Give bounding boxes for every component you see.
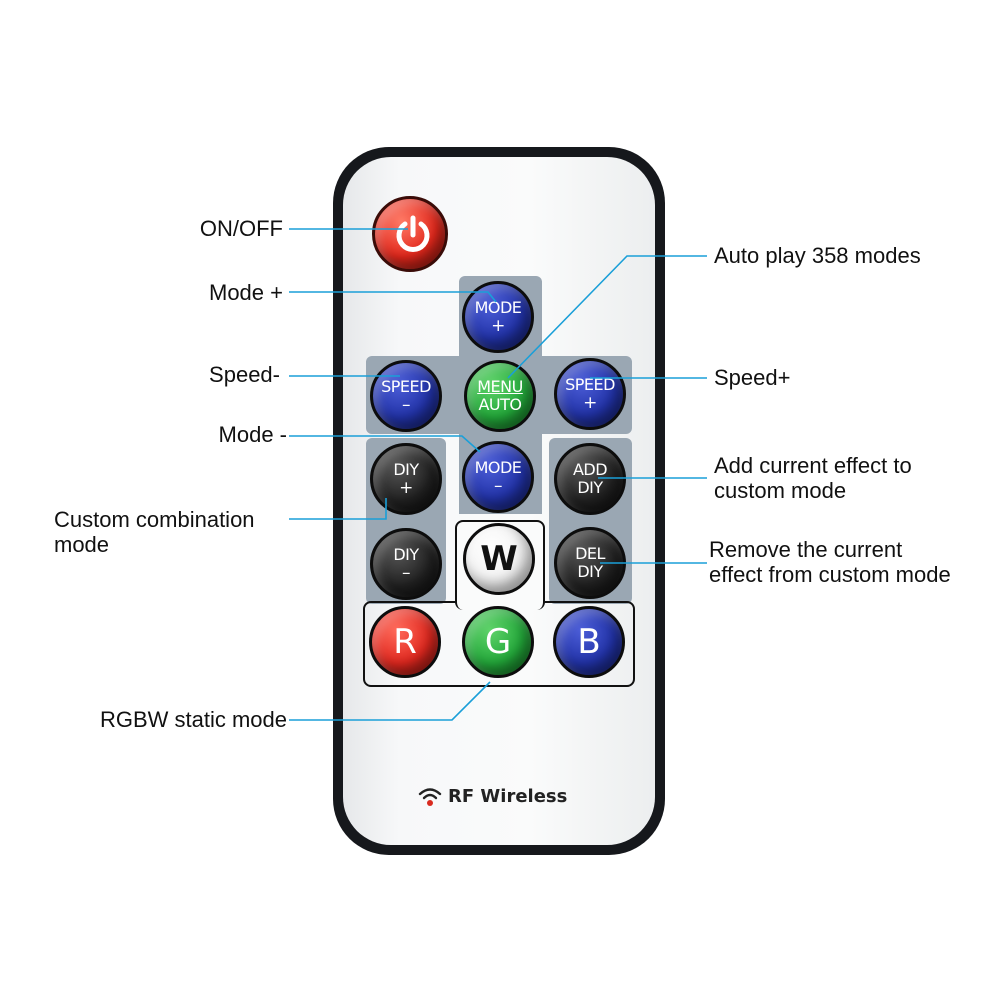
del-diy-button[interactable]: DEL DIY <box>554 527 626 599</box>
rf-wireless-badge: RF Wireless <box>418 782 567 810</box>
button-sublabel: – <box>402 563 411 583</box>
wifi-signal-icon <box>418 788 442 806</box>
button-label: W <box>480 539 518 579</box>
button-label: SPEED <box>381 377 431 396</box>
label-custom-combination: Custom combination mode <box>54 507 255 557</box>
label-auto-play: Auto play 358 modes <box>714 243 921 268</box>
label-line: mode <box>54 532 110 557</box>
button-label: ADD <box>572 460 608 479</box>
button-label: SPEED <box>565 375 615 394</box>
label-add-current: Add current effect to custom mode <box>714 453 912 503</box>
leader-mode-plus <box>289 291 497 303</box>
mode-plus-button[interactable]: MODE + <box>462 281 534 353</box>
button-sublabel: AUTO <box>478 395 522 414</box>
label-line: custom mode <box>714 478 847 503</box>
label-speed-plus: Speed+ <box>714 365 791 390</box>
button-sublabel: DIY <box>577 478 603 497</box>
leader-auto-play <box>507 255 707 379</box>
button-label: R <box>393 622 417 662</box>
power-button[interactable] <box>372 196 448 272</box>
rf-wireless-text: RF Wireless <box>448 785 568 807</box>
label-speed-minus: Speed- <box>209 362 280 387</box>
mode-minus-button[interactable]: MODE – <box>462 441 534 513</box>
label-line: effect from custom mode <box>709 562 951 587</box>
button-sublabel: + <box>583 393 597 413</box>
diy-minus-button[interactable]: DIY – <box>370 528 442 600</box>
button-label: MENU <box>477 377 523 396</box>
speed-plus-button[interactable]: SPEED + <box>554 358 626 430</box>
button-sublabel: DIY <box>577 562 603 581</box>
button-label: DIY <box>393 460 419 479</box>
button-label: B <box>577 622 601 662</box>
power-icon <box>396 215 430 252</box>
leader-custom-combination <box>289 498 387 520</box>
button-label: DIY <box>393 545 419 564</box>
menu-auto-button[interactable]: MENU AUTO <box>464 360 536 432</box>
label-mode-minus: Mode - <box>218 422 287 447</box>
label-line: Custom combination <box>54 507 255 532</box>
button-sublabel: – <box>494 476 503 496</box>
button-sublabel: + <box>399 478 413 498</box>
leader-rgbw-static <box>289 681 491 721</box>
label-rgbw-static: RGBW static mode <box>99 707 287 732</box>
label-line: Remove the current <box>709 537 903 562</box>
label-line: Add current effect to <box>714 453 912 478</box>
button-label: MODE <box>474 298 522 317</box>
button-label: DEL <box>575 544 605 563</box>
button-label: G <box>484 622 512 662</box>
label-mode-plus: Mode + <box>209 280 283 305</box>
r-button[interactable]: R <box>369 606 441 678</box>
button-sublabel: + <box>491 316 505 336</box>
button-label: MODE <box>474 458 522 477</box>
label-on-off: ON/OFF <box>199 216 283 241</box>
g-button[interactable]: G <box>462 606 534 678</box>
w-button[interactable]: W <box>463 523 535 595</box>
b-button[interactable]: B <box>553 606 625 678</box>
label-remove-current: Remove the current effect from custom mo… <box>709 537 951 587</box>
button-sublabel: – <box>402 395 411 415</box>
diy-plus-button[interactable]: DIY + <box>370 443 442 515</box>
leader-mode-minus <box>289 435 481 453</box>
add-diy-button[interactable]: ADD DIY <box>554 443 626 515</box>
speed-minus-button[interactable]: SPEED – <box>370 360 442 432</box>
